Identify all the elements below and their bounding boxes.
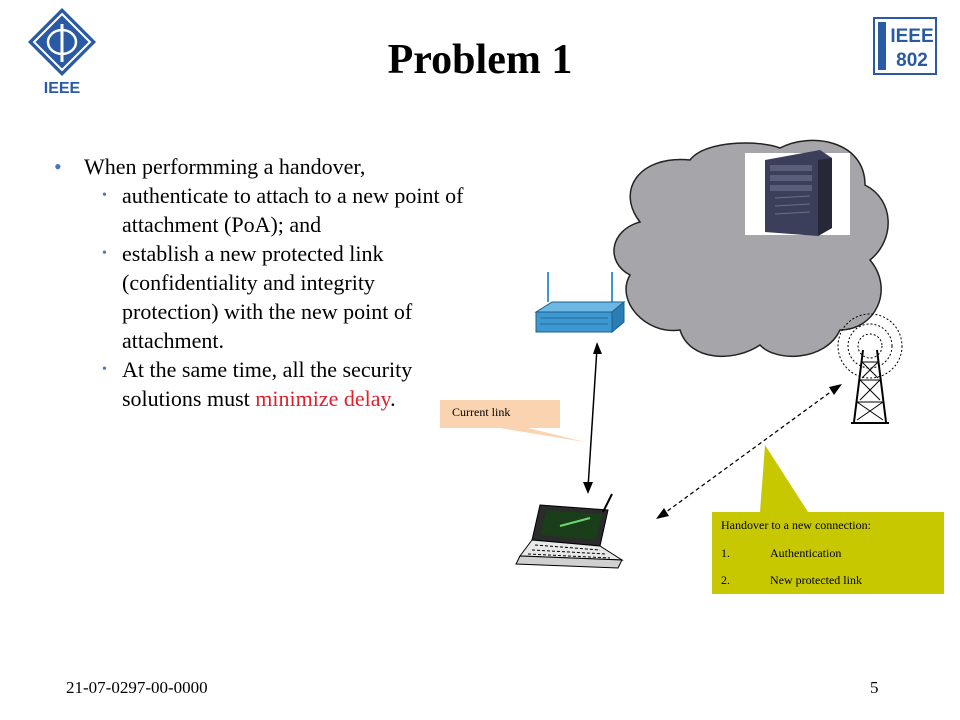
server-icon xyxy=(745,150,850,236)
bullet-main: When performming a handover, xyxy=(52,152,472,181)
ieee-logo-text: IEEE xyxy=(44,80,81,97)
current-link-callout xyxy=(440,400,585,442)
handover-item-1-num: 1. xyxy=(721,546,730,560)
ieee802-line2: 802 xyxy=(896,50,928,71)
handover-title: Handover to a new connection: xyxy=(721,518,871,532)
handover-callout-pointer xyxy=(712,445,944,594)
ieee802-line1: IEEE xyxy=(890,26,933,47)
bullet-list: When performming a handover, authenticat… xyxy=(52,152,472,413)
bullet-sub-3-suffix: . xyxy=(390,386,396,411)
handover-item-2-text: New protected link xyxy=(770,573,862,587)
ieee-logo: IEEE xyxy=(28,8,96,97)
handover-item-2-num: 2. xyxy=(721,573,730,587)
document-number: 21-07-0297-00-0000 xyxy=(66,678,208,697)
handover-item-1-text: Authentication xyxy=(770,546,842,560)
bullet-sub-1: authenticate to attach to a new point of… xyxy=(52,181,472,239)
wireless-router-icon xyxy=(534,272,626,334)
new-connection-arrow xyxy=(656,384,842,519)
slide-title: Problem 1 xyxy=(387,37,573,83)
bullet-sub-3: At the same time, all the security solut… xyxy=(52,355,472,413)
bullet-sub-3-prefix: At the same time, all the security solut… xyxy=(122,357,413,411)
laptop-icon xyxy=(515,493,624,569)
bullet-sub-2: establish a new protected link (confiden… xyxy=(52,239,472,355)
ieee802-logo: IEEE 802 xyxy=(873,17,937,75)
page-number: 5 xyxy=(870,678,879,697)
cell-tower-icon xyxy=(837,313,903,424)
highlight-text: minimize delay xyxy=(255,386,391,411)
current-link-label: Current link xyxy=(452,405,511,419)
current-link-arrow xyxy=(583,342,602,494)
